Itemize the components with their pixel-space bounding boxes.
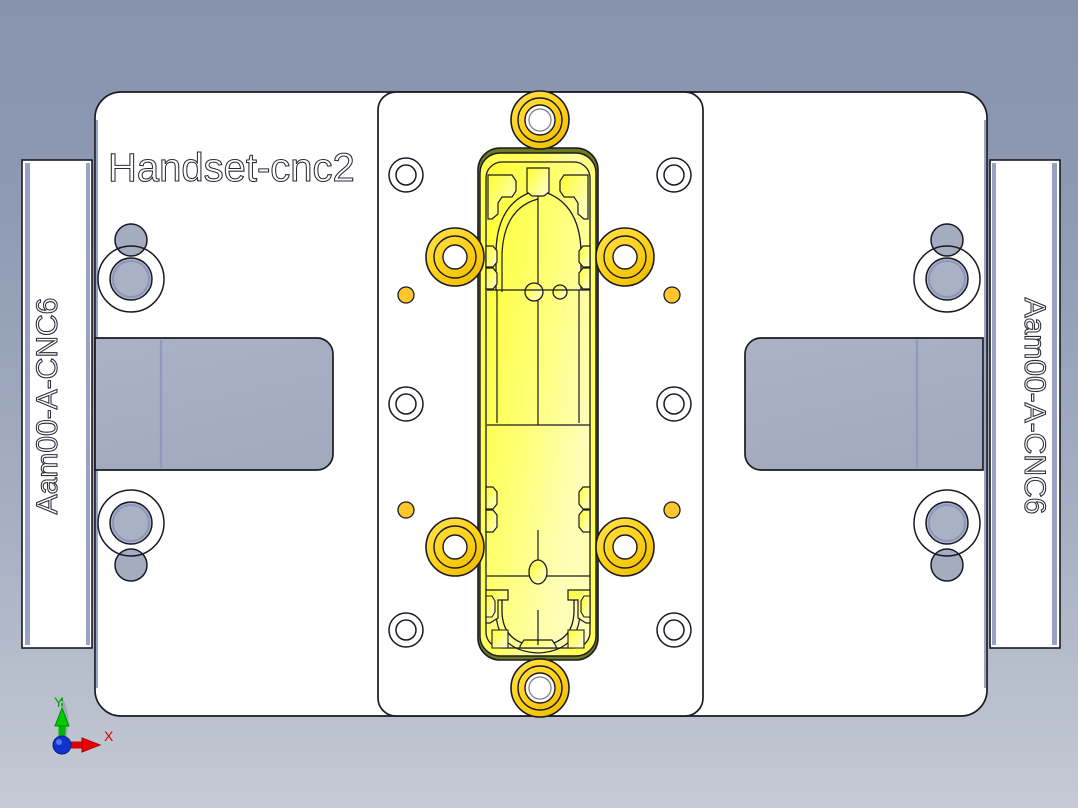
clamp-washer-left-lower[interactable] <box>425 517 485 577</box>
dowel-pin-lower-right[interactable] <box>663 501 681 519</box>
clamp-washer-bottom[interactable] <box>510 658 570 718</box>
side-label-left: Aam00-A-CNC6 <box>31 298 64 515</box>
clamp-washer-left-upper[interactable] <box>425 227 485 287</box>
page-title: Handset-cnc2 <box>108 146 355 190</box>
locating-boss-left-lower[interactable] <box>97 489 165 582</box>
counterbore-top-left[interactable] <box>388 157 424 193</box>
counterbore-bottom-right[interactable] <box>656 612 692 648</box>
counterbore-mid-left[interactable] <box>388 386 424 422</box>
counterbore-bottom-left[interactable] <box>388 612 424 648</box>
locating-boss-right-lower[interactable] <box>913 489 981 582</box>
side-rail-right[interactable] <box>989 159 1061 649</box>
axis-triad[interactable]: X Y <box>52 694 114 755</box>
locating-boss-left-upper[interactable] <box>97 223 165 313</box>
axis-y-label: Y <box>54 694 64 710</box>
clamp-washer-right-upper[interactable] <box>595 227 655 287</box>
counterbore-mid-right[interactable] <box>656 386 692 422</box>
workpiece-handset-shell[interactable] <box>477 147 599 661</box>
pocket-left <box>94 337 334 471</box>
dowel-pin-upper-left[interactable] <box>397 286 415 304</box>
clamp-washer-top[interactable] <box>510 90 570 150</box>
pocket-right <box>744 337 984 471</box>
axis-origin-ball <box>52 735 72 755</box>
counterbore-top-right[interactable] <box>656 157 692 193</box>
locating-boss-right-upper[interactable] <box>913 223 981 313</box>
dowel-pin-lower-left[interactable] <box>397 501 415 519</box>
axis-x-label: X <box>104 728 114 744</box>
side-label-right: Aam00-A-CNC6 <box>1018 298 1051 515</box>
clamp-washer-right-lower[interactable] <box>595 517 655 577</box>
side-rail-left[interactable] <box>21 159 93 649</box>
dowel-pin-upper-right[interactable] <box>663 286 681 304</box>
